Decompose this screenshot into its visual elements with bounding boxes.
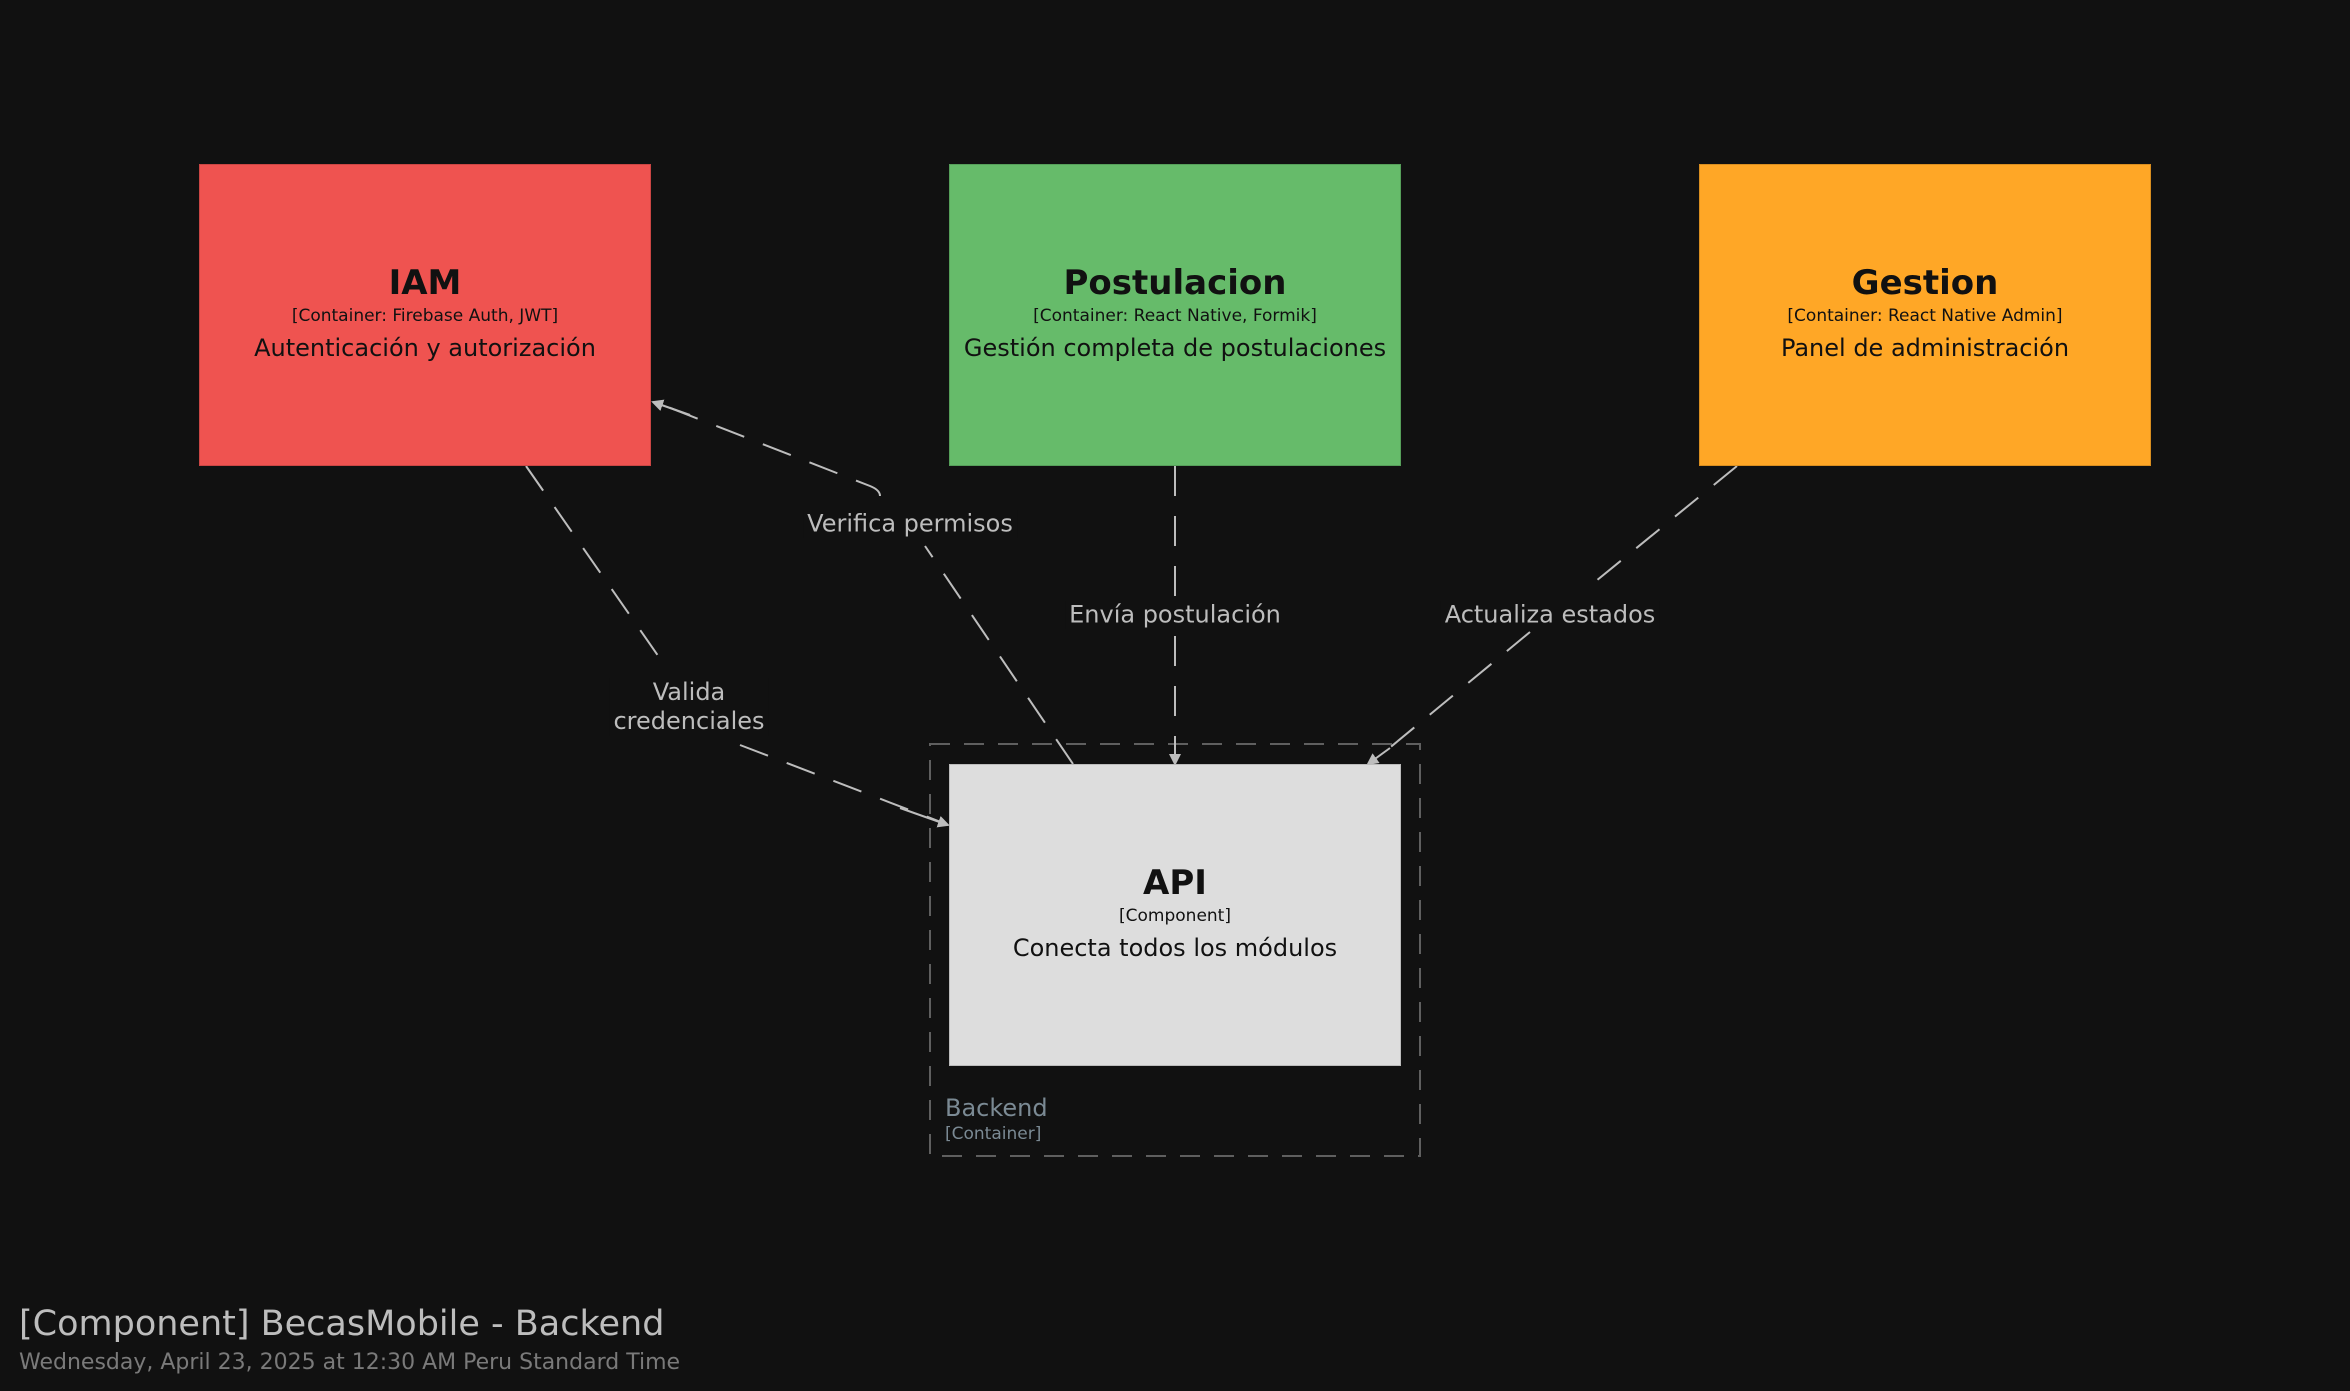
node-iam-tech: [Container: Firebase Auth, JWT] xyxy=(291,306,559,326)
edge-label-envia-postulacion: Envía postulación xyxy=(1065,600,1285,630)
edge-actualiza-arrow xyxy=(1366,747,1391,766)
node-api-title: API xyxy=(1143,863,1207,903)
node-api[interactable]: API [Component] Conecta todos los módulo… xyxy=(949,764,1401,1066)
edge-label-actualiza-estados: Actualiza estados xyxy=(1440,600,1660,630)
node-postulacion-description: Gestión completa de postulaciones xyxy=(963,334,1387,362)
edge-valida-credenciales xyxy=(525,465,947,825)
edge-verifica-arrow xyxy=(651,399,691,416)
node-gestion-title: Gestion xyxy=(1851,263,1999,303)
node-iam[interactable]: IAM [Container: Firebase Auth, JWT] Aute… xyxy=(199,164,651,466)
diagram-title: [Component] BecasMobile - Backend xyxy=(19,1304,665,1344)
node-gestion-description: Panel de administración xyxy=(1780,334,2070,362)
boundary-name: Backend xyxy=(945,1094,1048,1122)
node-postulacion-tech: [Container: React Native, Formik] xyxy=(1033,306,1317,326)
edge-label-verifica-permisos: Verifica permisos xyxy=(803,509,1017,539)
node-api-tech: [Component] xyxy=(1119,906,1231,926)
node-iam-title: IAM xyxy=(388,263,462,303)
node-postulacion[interactable]: Postulacion [Container: React Native, Fo… xyxy=(949,164,1401,466)
node-postulacion-title: Postulacion xyxy=(1063,263,1287,303)
edge-label-valida-credenciales: Valida credenciales xyxy=(609,678,769,736)
edge-valida-arrow xyxy=(899,807,950,828)
boundary-type: [Container] xyxy=(945,1124,1042,1144)
node-gestion-tech: [Container: React Native Admin] xyxy=(1787,306,2063,326)
node-api-description: Conecta todos los módulos xyxy=(1012,934,1338,962)
node-iam-description: Autenticación y autorización xyxy=(254,334,596,362)
node-gestion[interactable]: Gestion [Container: React Native Admin] … xyxy=(1699,164,2151,466)
edge-actualiza-estados xyxy=(1369,465,1738,765)
diagram-timestamp: Wednesday, April 23, 2025 at 12:30 AM Pe… xyxy=(19,1350,681,1375)
edge-verifica-permisos xyxy=(654,401,1074,765)
